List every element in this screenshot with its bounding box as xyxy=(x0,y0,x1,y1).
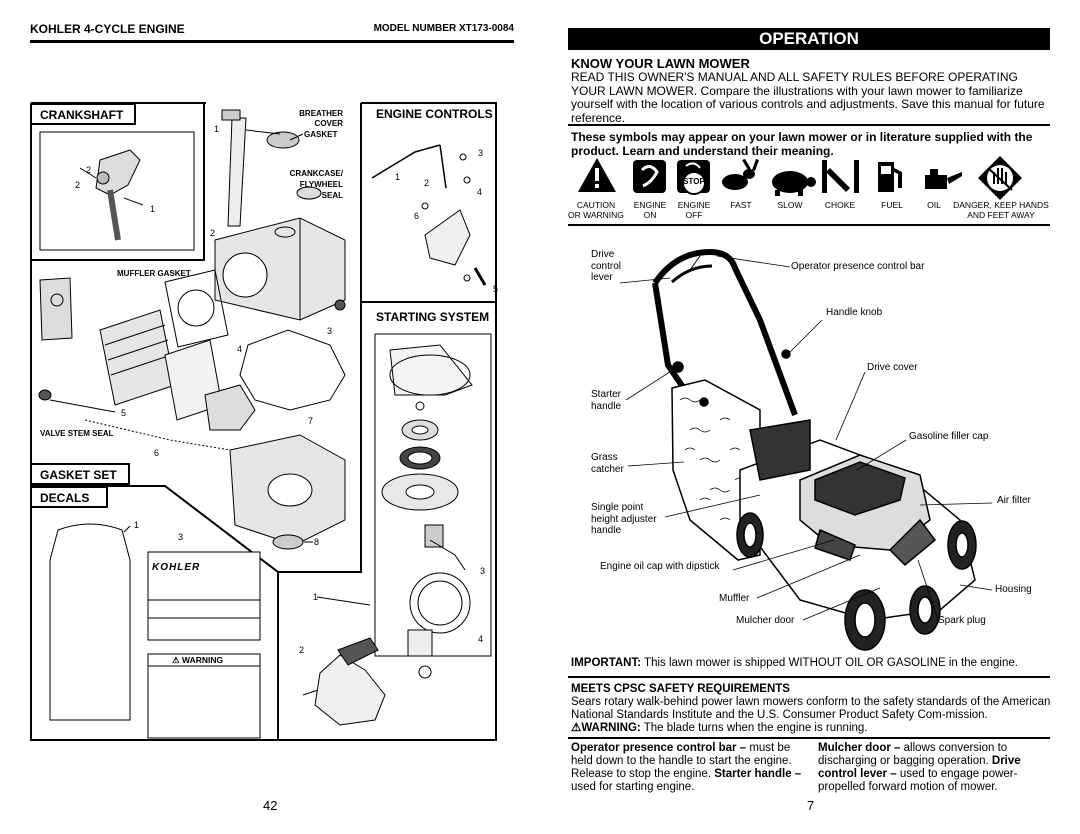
definitions-column-2: Mulcher door – allows conversion to disc… xyxy=(818,742,1021,793)
turtle-icon xyxy=(772,171,816,196)
part-number: 1 xyxy=(313,592,319,602)
section-starting-system: STARTING SYSTEM xyxy=(376,310,490,324)
part-number: 5 xyxy=(493,284,499,294)
crankshaft-part xyxy=(79,149,144,241)
important-note: IMPORTANT: This lawn mower is shipped WI… xyxy=(571,657,1018,669)
fuel-icon xyxy=(878,162,902,192)
symbol-label-caution: CAUTION OR WARNING xyxy=(568,200,624,220)
part-number: 1 xyxy=(214,124,220,134)
kohler-decal-text: KOHLER xyxy=(152,562,201,573)
engine-on-icon xyxy=(633,160,666,193)
part-number: 7 xyxy=(308,416,314,426)
divider xyxy=(568,224,1050,226)
symbols-intro: These symbols may appear on your lawn mo… xyxy=(571,130,1033,158)
definitions-column-1: Operator presence control bar – must be … xyxy=(571,742,802,793)
callout-muffler: Muffler xyxy=(719,593,750,604)
part-number: 8 xyxy=(314,537,320,547)
part-number: 4 xyxy=(237,344,243,354)
part-number: 1 xyxy=(395,172,401,182)
part-number: 2 xyxy=(299,645,305,655)
divider xyxy=(568,737,1050,739)
right-page-number: 7 xyxy=(807,798,815,813)
divider xyxy=(568,676,1050,678)
symbol-label-fast: FAST xyxy=(730,200,752,210)
divider xyxy=(568,124,1050,126)
symbol-label-engine-off: ENGINE OFF xyxy=(677,200,711,220)
symbol-label-choke: CHOKE xyxy=(824,200,856,210)
callout-oil-cap: Engine oil cap with dipstick xyxy=(600,561,720,572)
section-engine-controls: ENGINE CONTROLS xyxy=(376,107,493,121)
part-number: 2 xyxy=(75,180,81,190)
part-number: 6 xyxy=(414,211,420,221)
part-number: 2 xyxy=(424,178,430,188)
callout-starter-handle: Starter handle xyxy=(591,389,622,412)
gasket-label: GASKET xyxy=(304,130,338,139)
symbol-label-danger: DANGER, KEEP HANDS AND FEET AWAY xyxy=(953,200,1049,220)
left-page-number: 42 xyxy=(263,798,278,813)
part-number: 5 xyxy=(121,408,127,418)
intro-paragraph: READ THIS OWNER'S MANUAL AND ALL SAFETY … xyxy=(571,70,1045,125)
callout-gasoline-cap: Gasoline filler cap xyxy=(909,431,989,442)
section-decals: DECALS xyxy=(30,486,108,508)
crankcase-seal-label: CRANKCASE/ FLYWHEEL SEAL xyxy=(289,169,343,200)
warning-triangle-icon: ⚠ xyxy=(172,655,180,665)
model-number: MODEL NUMBER XT173-0084 xyxy=(373,23,514,34)
part-number: 1 xyxy=(150,204,156,214)
part-number: 2 xyxy=(86,165,92,175)
callout-height-adjuster: Single point height adjuster handle xyxy=(591,502,657,536)
engine-title: KOHLER 4-CYCLE ENGINE xyxy=(30,22,185,36)
part-number: 3 xyxy=(478,148,484,158)
part-number: 2 xyxy=(210,228,216,238)
part-number: 3 xyxy=(327,326,333,336)
rabbit-icon xyxy=(722,159,759,190)
callout-spark-plug: Spark plug xyxy=(938,615,986,626)
callout-air-filter: Air filter xyxy=(997,495,1031,506)
part-number: 3 xyxy=(178,532,184,542)
symbol-label-fuel: FUEL xyxy=(881,200,903,210)
choke-icon xyxy=(822,160,859,193)
breather-cover-label: BREATHER COVER xyxy=(299,109,343,128)
section-crankshaft: CRANKSHAFT xyxy=(30,103,136,125)
valve-stem-seal-label: VALVE STEM SEAL xyxy=(40,429,114,438)
callout-handle-knob: Handle knob xyxy=(826,307,883,318)
part-number: 1 xyxy=(134,520,140,530)
cpsc-body: Sears rotary walk-behind power lawn mowe… xyxy=(571,696,1051,734)
callout-grass-catcher: Grass catcher xyxy=(591,452,624,475)
symbol-label-engine-on: ENGINE ON xyxy=(633,200,667,220)
operation-banner: OPERATION xyxy=(568,28,1050,50)
oil-icon xyxy=(925,169,962,189)
warning-decal-text: ⚠ WARNING xyxy=(172,655,224,665)
part-number: 4 xyxy=(477,187,483,197)
callout-mulcher-door: Mulcher door xyxy=(736,615,795,626)
muffler-gasket-label: MUFFLER GASKET xyxy=(117,269,191,278)
left-page-header: KOHLER 4-CYCLE ENGINE MODEL NUMBER XT173… xyxy=(30,22,514,43)
cpsc-title: MEETS CPSC SAFETY REQUIREMENTS xyxy=(571,683,790,695)
know-your-mower-title: KNOW YOUR LAWN MOWER xyxy=(571,56,750,71)
warning-triangle-icon: ⚠ xyxy=(571,722,582,734)
section-gasket-set: GASKET SET xyxy=(30,463,130,485)
part-number: 4 xyxy=(478,634,484,644)
callout-operator-presence-bar: Operator presence control bar xyxy=(791,261,925,272)
symbol-label-oil: OIL xyxy=(927,200,941,210)
callout-drive-control-lever: Drive control lever xyxy=(591,249,622,283)
caution-icon xyxy=(578,158,616,192)
part-number: 3 xyxy=(480,566,486,576)
part-number: 6 xyxy=(154,448,160,458)
callout-drive-cover: Drive cover xyxy=(867,362,918,373)
stop-sign-text: STOP xyxy=(683,177,705,186)
hand-hazard-icon xyxy=(978,156,1022,200)
engine-off-icon xyxy=(677,160,710,195)
symbol-label-slow: SLOW xyxy=(777,200,803,210)
callout-housing: Housing xyxy=(995,584,1032,595)
